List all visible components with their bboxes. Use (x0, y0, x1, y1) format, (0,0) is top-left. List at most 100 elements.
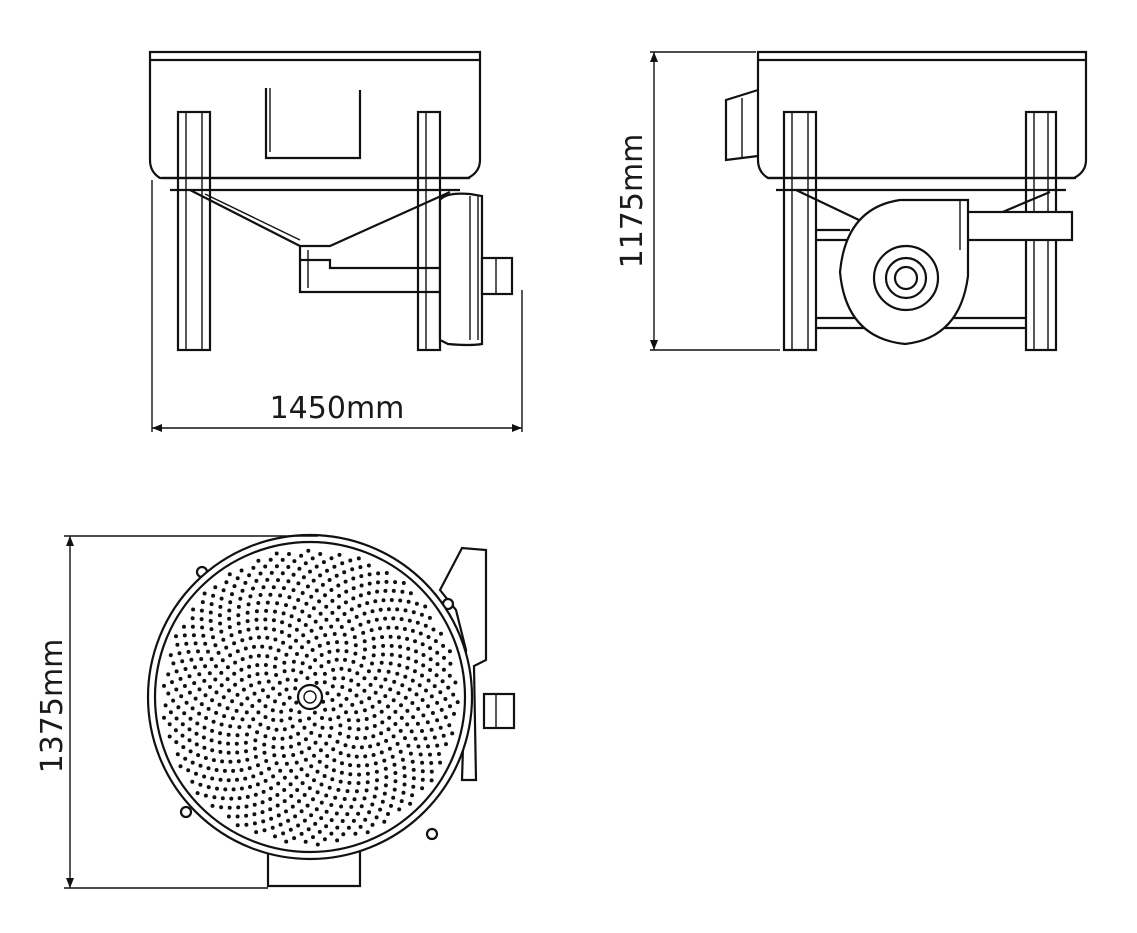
perforation-hole (384, 738, 389, 743)
perforation-hole (438, 725, 443, 730)
perforation-hole (188, 749, 193, 754)
perforation-hole (203, 664, 208, 669)
perforation-hole (332, 758, 337, 763)
perforation-hole (255, 663, 260, 668)
side-blower-scroll (838, 198, 970, 346)
perforation-hole (309, 730, 314, 735)
perforation-hole (279, 718, 284, 723)
perforation-hole (230, 716, 235, 721)
perforation-hole (370, 822, 375, 827)
perforation-hole (421, 653, 426, 657)
perforation-hole (379, 660, 384, 665)
depth-dimension-label: 1375mm (35, 639, 70, 774)
perforation-hole (406, 743, 411, 748)
perforation-hole (243, 776, 248, 781)
perforation-hole (338, 731, 342, 736)
perforation-hole (310, 556, 315, 561)
perforation-hole (221, 695, 226, 700)
perforation-hole (318, 573, 323, 578)
perforation-hole (199, 702, 204, 707)
perforation-hole (362, 708, 367, 713)
perforation-hole (257, 680, 262, 685)
perforation-hole (222, 714, 227, 719)
perforation-hole (373, 676, 378, 681)
perforation-hole (235, 823, 240, 828)
perforation-hole (420, 786, 425, 791)
perforation-hole (365, 763, 370, 768)
perforation-hole (420, 777, 425, 782)
perforation-hole (183, 667, 188, 671)
perforation-hole (346, 734, 351, 739)
perforation-hole (264, 759, 269, 763)
perforation-hole (393, 779, 398, 784)
perforation-hole (256, 558, 261, 563)
perforation-hole (203, 793, 208, 798)
perforation-hole (372, 794, 377, 799)
perforation-hole (196, 649, 200, 654)
perforation-hole (354, 614, 359, 619)
perforation-hole (366, 619, 371, 624)
perforation-hole (263, 626, 268, 631)
perforation-hole (243, 740, 248, 745)
perforation-hole (443, 715, 448, 720)
perforation-hole (276, 781, 281, 786)
perforation-hole (383, 616, 388, 621)
perforation-hole (421, 713, 426, 718)
perforation-hole (244, 813, 249, 818)
perforation-hole (452, 711, 456, 716)
perforation-hole (315, 842, 320, 847)
perforation-hole (322, 837, 327, 842)
perforation-hole (253, 738, 258, 743)
perforation-hole (194, 742, 199, 747)
perforation-hole (340, 819, 345, 823)
perforation-hole (274, 673, 279, 677)
perforation-hole (437, 752, 441, 756)
perforation-hole (402, 765, 407, 770)
side-view (724, 50, 1088, 352)
perforation-hole (289, 708, 293, 713)
perforation-hole (367, 572, 372, 577)
perforation-hole (230, 699, 235, 704)
perforation-hole (398, 749, 403, 754)
perforation-hole (345, 812, 350, 817)
perforation-hole (401, 790, 406, 795)
perforation-hole (347, 780, 352, 785)
perforation-hole (237, 796, 242, 801)
perforation-hole (399, 799, 404, 804)
perforation-hole (403, 736, 407, 741)
perforation-hole (182, 624, 186, 629)
perforation-hole (342, 570, 347, 575)
perforation-hole (359, 574, 364, 579)
perforation-hole (253, 754, 258, 759)
perforation-hole (203, 693, 208, 698)
perforation-hole (370, 704, 375, 709)
perforation-hole (263, 715, 268, 720)
perforation-hole (218, 621, 223, 626)
perforation-hole (352, 797, 357, 802)
perforation-hole (226, 732, 231, 737)
perforation-hole (330, 598, 335, 603)
perforation-hole (410, 701, 415, 705)
perforation-hole (356, 727, 361, 732)
perforation-hole (400, 589, 405, 594)
perforation-hole (414, 692, 419, 697)
perforation-hole (399, 715, 404, 720)
perforation-hole (199, 617, 204, 622)
perforation-hole (221, 588, 226, 593)
perforation-hole (393, 709, 398, 714)
perforation-hole (418, 752, 423, 757)
perforation-hole (256, 710, 261, 715)
perforation-hole (323, 593, 327, 598)
perforation-hole (370, 802, 375, 807)
perforation-hole (330, 698, 335, 702)
perforation-hole (202, 678, 207, 683)
perforation-hole (314, 635, 319, 640)
perforation-hole (294, 638, 298, 643)
perforation-hole (408, 751, 413, 756)
perforation-hole (314, 588, 319, 593)
perforation-hole (372, 724, 377, 728)
perforation-hole (217, 740, 222, 745)
perforation-hole (379, 709, 384, 714)
perforation-hole (354, 710, 359, 715)
perforation-hole (410, 793, 415, 798)
